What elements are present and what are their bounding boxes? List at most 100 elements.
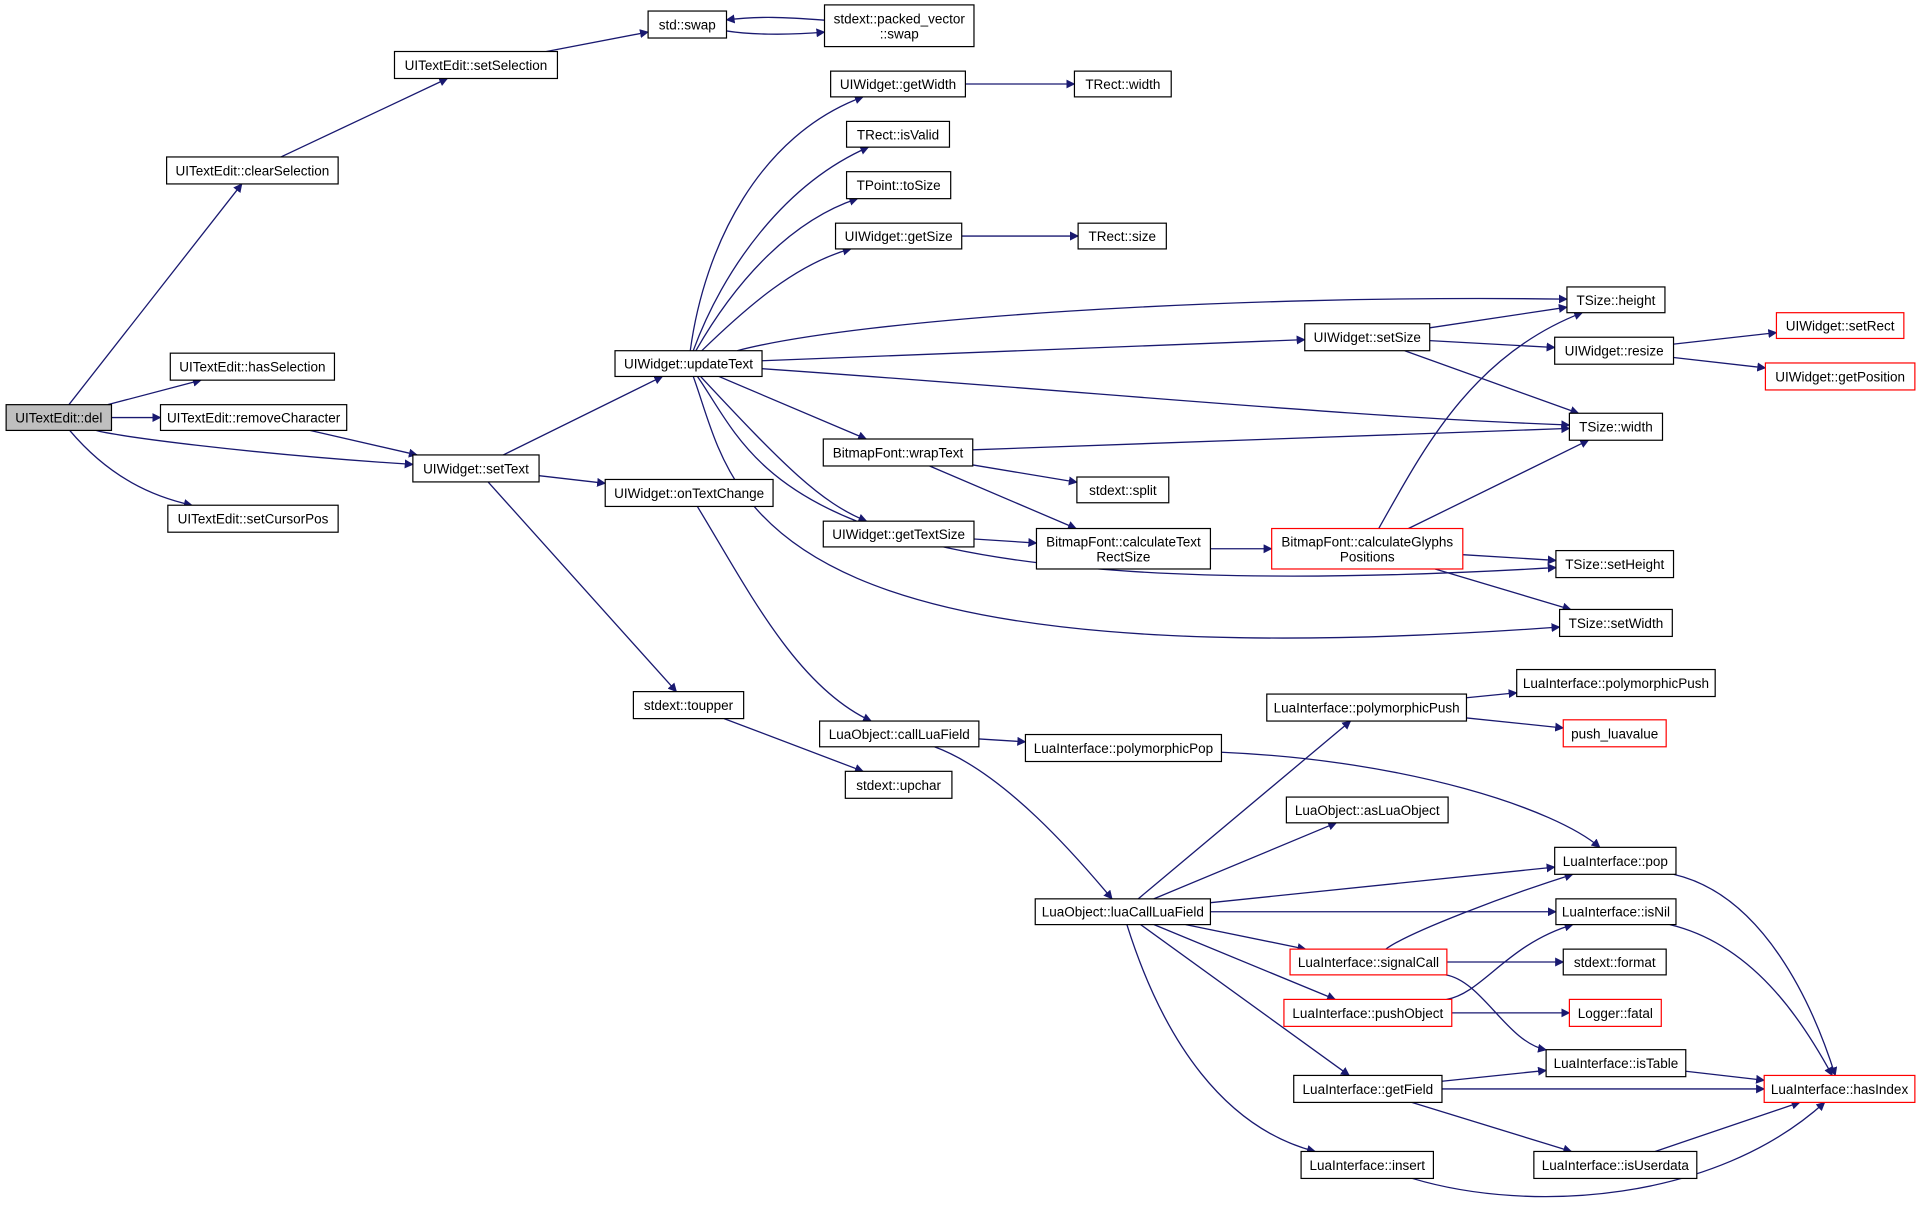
node-has-index[interactable]: LuaInterface::hasIndex — [1763, 1074, 1916, 1104]
node-box[interactable] — [1568, 412, 1664, 441]
node-signal-call[interactable]: LuaInterface::signalCall — [1289, 948, 1448, 976]
node-format[interactable]: stdext::format — [1562, 948, 1667, 976]
node-size-height[interactable]: TSize::height — [1566, 286, 1666, 314]
node-get-field[interactable]: LuaInterface::getField — [1293, 1074, 1443, 1104]
node-call-lua-field[interactable]: LuaObject::callLuaField — [819, 720, 980, 748]
node-on-text-change[interactable]: UIWidget::onTextChange — [604, 478, 774, 508]
node-box[interactable] — [822, 438, 974, 467]
node-box[interactable] — [1568, 998, 1662, 1027]
node-push-object[interactable]: LuaInterface::pushObject — [1283, 998, 1453, 1027]
node-poly-push1[interactable]: LuaInterface::polymorphicPush — [1266, 693, 1468, 722]
node-box[interactable] — [167, 504, 339, 533]
node-box[interactable] — [169, 352, 336, 381]
node-to-size[interactable]: TPoint::toSize — [845, 171, 952, 200]
node-has-selection[interactable]: UITextEdit::hasSelection — [169, 352, 336, 381]
node-box[interactable] — [166, 156, 339, 185]
node-box[interactable] — [393, 50, 559, 80]
node-box[interactable] — [830, 70, 967, 98]
node-is-userdata[interactable]: LuaInterface::isUserdata — [1533, 1150, 1698, 1180]
node-box[interactable] — [1073, 70, 1172, 98]
node-as-lua-object[interactable]: LuaObject::asLuaObject — [1285, 796, 1449, 824]
node-box[interactable] — [604, 478, 774, 508]
node-box[interactable] — [1763, 1074, 1916, 1104]
node-size-width[interactable]: TSize::width — [1568, 412, 1664, 441]
node-box[interactable] — [1035, 527, 1212, 570]
node-pop[interactable]: LuaInterface::pop — [1554, 846, 1677, 875]
node-box[interactable] — [1775, 312, 1905, 340]
node-set-rect[interactable]: UIWidget::setRect — [1775, 312, 1905, 340]
node-rect-size[interactable]: TRect::size — [1077, 222, 1167, 250]
node-box[interactable] — [1558, 608, 1673, 638]
node-insert[interactable]: LuaInterface::insert — [1300, 1150, 1434, 1180]
node-box[interactable] — [1555, 549, 1675, 579]
node-fatal[interactable]: Logger::fatal — [1568, 998, 1662, 1027]
node-box[interactable] — [1554, 846, 1677, 875]
node-box[interactable] — [823, 4, 975, 48]
node-get-size[interactable]: UIWidget::getSize — [834, 222, 963, 250]
node-box[interactable] — [844, 770, 953, 799]
node-box[interactable] — [412, 454, 540, 483]
node-is-valid[interactable]: TRect::isValid — [845, 120, 951, 148]
node-box[interactable] — [1283, 998, 1453, 1027]
node-box[interactable] — [1562, 719, 1667, 748]
node-stdswap[interactable]: std::swap — [647, 10, 728, 39]
node-box[interactable] — [647, 10, 728, 39]
node-set-text[interactable]: UIWidget::setText — [412, 454, 540, 483]
node-box[interactable] — [1554, 336, 1675, 365]
node-box[interactable] — [1555, 898, 1677, 926]
node-get-width[interactable]: UIWidget::getWidth — [830, 70, 967, 98]
node-set-size[interactable]: UIWidget::setSize — [1304, 323, 1431, 352]
node-box[interactable] — [614, 350, 763, 378]
node-poly-push2[interactable]: LuaInterface::polymorphicPush — [1516, 668, 1716, 698]
node-box[interactable] — [1266, 693, 1468, 722]
node-set-selection[interactable]: UITextEdit::setSelection — [393, 50, 559, 80]
node-box[interactable] — [1293, 1074, 1443, 1104]
node-box[interactable] — [1545, 1049, 1687, 1078]
node-lua-call-lua-field[interactable]: LuaObject::luaCallLuaField — [1034, 898, 1212, 926]
node-split[interactable]: stdext::split — [1076, 476, 1170, 504]
node-box[interactable] — [159, 404, 348, 432]
node-get-text-size[interactable]: UIWidget::getTextSize — [822, 520, 975, 548]
node-box[interactable] — [845, 171, 952, 200]
node-box[interactable] — [1271, 527, 1464, 570]
node-del[interactable]: UITextEdit::del — [5, 404, 113, 432]
node-is-nil[interactable]: LuaInterface::isNil — [1555, 898, 1677, 926]
node-poly-pop[interactable]: LuaInterface::polymorphicPop — [1024, 733, 1223, 763]
node-box[interactable] — [1304, 323, 1431, 352]
node-clear-selection[interactable]: UITextEdit::clearSelection — [166, 156, 339, 185]
node-box[interactable] — [1566, 286, 1666, 314]
node-box[interactable] — [819, 720, 980, 748]
node-box[interactable] — [632, 691, 745, 720]
node-box[interactable] — [1076, 476, 1170, 504]
node-box[interactable] — [1285, 796, 1449, 824]
node-box[interactable] — [1516, 668, 1716, 698]
node-set-width[interactable]: TSize::setWidth — [1558, 608, 1673, 638]
node-upchar[interactable]: stdext::upchar — [844, 770, 953, 799]
node-set-height[interactable]: TSize::setHeight — [1555, 549, 1675, 579]
node-pvswap[interactable]: stdext::packed_vector::swap — [823, 4, 975, 48]
node-box[interactable] — [1077, 222, 1167, 250]
node-box[interactable] — [822, 520, 975, 548]
node-get-position[interactable]: UIWidget::getPosition — [1764, 362, 1916, 391]
node-box[interactable] — [834, 222, 963, 250]
node-box[interactable] — [1289, 948, 1448, 976]
node-push-luavalue[interactable]: push_luavalue — [1562, 719, 1667, 748]
node-box[interactable] — [5, 404, 113, 432]
node-box[interactable] — [1024, 733, 1223, 763]
node-set-cursor-pos[interactable]: UITextEdit::setCursorPos — [167, 504, 339, 533]
node-box[interactable] — [1300, 1150, 1434, 1180]
node-box[interactable] — [1764, 362, 1916, 391]
node-rect-width[interactable]: TRect::width — [1073, 70, 1172, 98]
node-update-text[interactable]: UIWidget::updateText — [614, 350, 763, 378]
node-wrap-text[interactable]: BitmapFont::wrapText — [822, 438, 974, 467]
node-box[interactable] — [845, 120, 951, 148]
node-box[interactable] — [1034, 898, 1212, 926]
node-toupper[interactable]: stdext::toupper — [632, 691, 745, 720]
node-box[interactable] — [1533, 1150, 1698, 1180]
node-resize[interactable]: UIWidget::resize — [1554, 336, 1675, 365]
node-is-table[interactable]: LuaInterface::isTable — [1545, 1049, 1687, 1078]
node-box[interactable] — [1562, 948, 1667, 976]
node-remove-character[interactable]: UITextEdit::removeCharacter — [159, 404, 348, 432]
